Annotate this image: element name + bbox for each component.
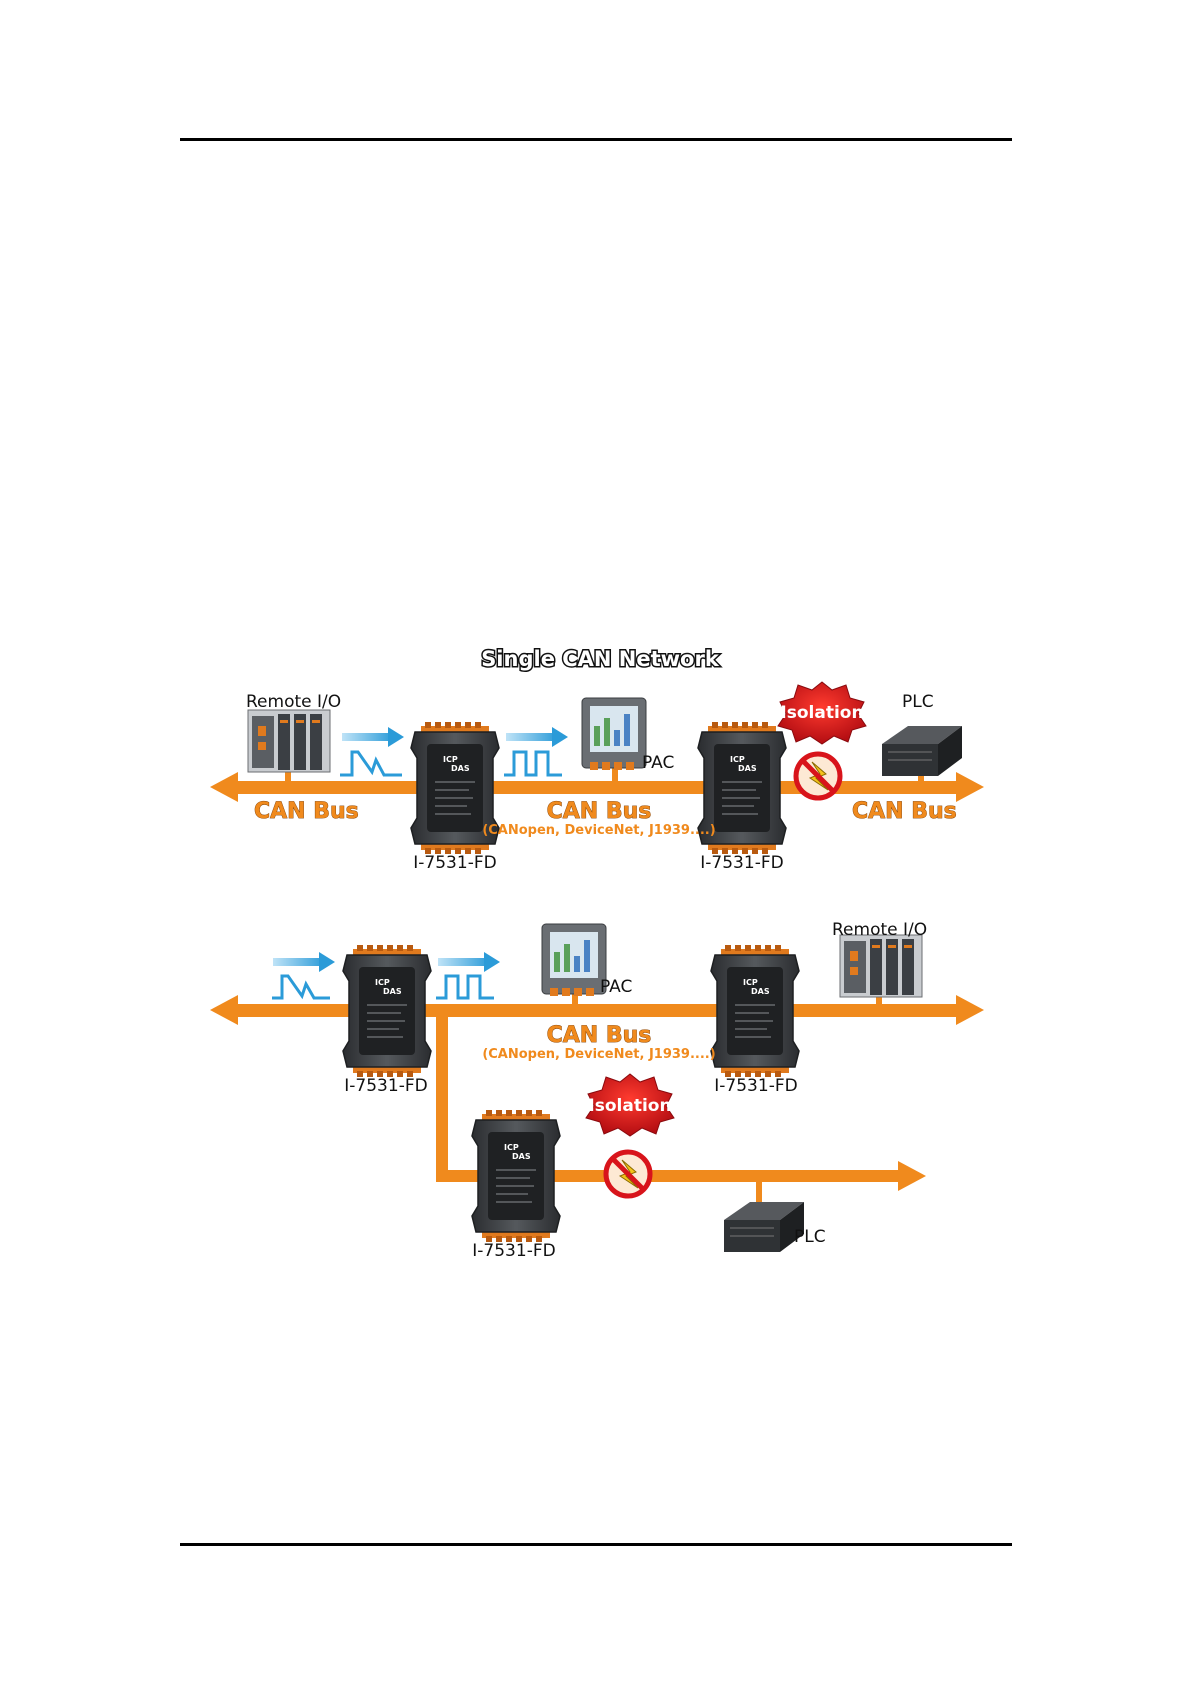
bottom-protocols-label: (CANopen, DeviceNet, J1939....) <box>482 1047 715 1062</box>
top-bus-right-label: CAN Bus <box>852 799 957 824</box>
bottom-isolation-icon <box>606 1152 650 1196</box>
bottom-module-left <box>343 945 431 1077</box>
bottom-pac <box>542 924 606 1008</box>
bottom-signal-arrow-left <box>272 952 335 998</box>
top-pac-label: PAC <box>642 753 674 773</box>
bottom-module-branch-label: I-7531-FD <box>472 1241 555 1261</box>
top-signal-arrow-left <box>340 727 404 775</box>
bottom-module-right <box>711 945 799 1077</box>
top-remote-io-label: Remote I/O <box>246 692 341 712</box>
bottom-bus-center-label: CAN Bus <box>547 1023 652 1048</box>
top-isolation-icon <box>796 754 840 798</box>
bottom-plc <box>724 1176 804 1252</box>
bottom-signal-arrow-right <box>436 952 500 998</box>
top-plc <box>882 726 962 785</box>
top-module-right-label: I-7531-FD <box>700 853 783 873</box>
top-pac <box>582 698 646 784</box>
bottom-isolation-label: Isolation <box>588 1096 671 1116</box>
bottom-remote-io-label: Remote I/O <box>832 920 927 940</box>
diagram-title: Single CAN Network <box>481 647 720 671</box>
top-plc-label: PLC <box>902 692 934 712</box>
bottom-remote-io <box>840 935 922 1009</box>
top-bus-left-label: CAN Bus <box>254 799 359 824</box>
bottom-module-branch <box>472 1110 560 1242</box>
bottom-module-left-label: I-7531-FD <box>344 1076 427 1096</box>
top-bus-center-label: CAN Bus <box>547 799 652 824</box>
top-isolation-label: Isolation <box>780 703 863 723</box>
bottom-module-right-label: I-7531-FD <box>714 1076 797 1096</box>
bottom-plc-label: PLC <box>794 1227 826 1247</box>
top-signal-arrow-right <box>504 727 568 775</box>
bottom-pac-label: PAC <box>600 977 632 997</box>
top-can-bus-line <box>210 772 984 802</box>
top-module-left-label: I-7531-FD <box>413 853 496 873</box>
top-remote-io <box>248 710 330 785</box>
top-protocols-label: (CANopen, DeviceNet, J1939....) <box>482 823 715 838</box>
